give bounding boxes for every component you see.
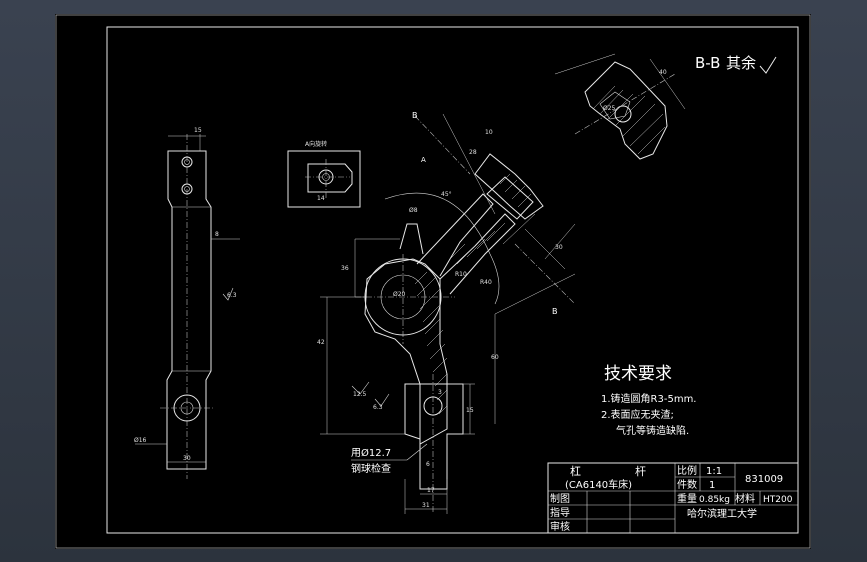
dim-10: 10 — [485, 129, 493, 136]
tb-guide-label: 指导 — [550, 506, 570, 519]
dim-phi25: Ø25 — [603, 105, 616, 112]
ball-note-line1: 用Ø12.7 — [351, 447, 391, 459]
dim-36: 36 — [341, 265, 349, 272]
title-block-grid — [547, 462, 799, 534]
view-label-b-bottom: B — [552, 307, 558, 316]
tb-material-label: 材料 — [735, 492, 755, 505]
tb-scale-label: 比例 — [677, 464, 697, 477]
inner-frame — [106, 26, 799, 534]
dim-60: 60 — [491, 354, 499, 361]
dim-phi20: Ø20 — [393, 291, 406, 298]
dim-6: 6 — [426, 461, 430, 468]
dim-bb-40: 40 — [659, 69, 667, 76]
outer-border — [55, 14, 811, 549]
dim-30: 30 — [555, 244, 563, 251]
dim-phi8: Ø8 — [409, 207, 418, 214]
dim-left-bottom-width: 30 — [183, 455, 191, 462]
dim-42: 42 — [317, 339, 325, 346]
b-b-section-view — [554, 53, 686, 160]
roughness-note: 其余 — [726, 54, 756, 72]
tech-req-item2: 2.表面应无夹渣; — [601, 408, 674, 421]
dim-17: 17 — [427, 487, 435, 494]
view-label-b-top: B — [412, 111, 418, 120]
a-direction-view — [287, 150, 361, 208]
dim-left-mid: 8 — [215, 231, 219, 238]
tb-weight-value: 0.85kg — [699, 495, 730, 505]
tech-req-item1: 1.铸造圆角R3-5mm. — [601, 392, 696, 405]
tb-qty-value: 1 — [709, 480, 715, 491]
tb-qty-label: 件数 — [677, 478, 697, 491]
dim-left-roughness: 6.3 — [227, 292, 237, 299]
dim-45deg: 45° — [441, 191, 452, 198]
dim-6-3: 6.3 — [373, 404, 383, 411]
tech-req-title: 技术要求 — [604, 364, 672, 384]
dim-left-top-width: 15 — [194, 127, 202, 134]
dim-r40: R40 — [480, 279, 492, 286]
ball-note-line2: 钢球检查 — [351, 462, 391, 475]
dim-left-phi: Ø16 — [134, 437, 147, 444]
tech-req-item2-cont: 气孔等铸造缺陷. — [616, 424, 689, 437]
dim-15: 15 — [466, 407, 474, 414]
tb-material-value: HT200 — [763, 495, 793, 505]
view-label-a-arrow: A — [421, 156, 426, 164]
drawing-sheet: 15 8 Ø16 30 6.3 A向旋转 14 — [55, 14, 811, 549]
left-side-view — [135, 134, 240, 479]
dim-r10: R10 — [455, 271, 467, 278]
section-label: B-B — [695, 54, 720, 72]
tb-scale-value: 1:1 — [706, 466, 722, 477]
dim-3: 3 — [438, 389, 442, 396]
tb-weight-label: 重量 — [677, 492, 697, 505]
roughness-check-icon — [759, 56, 777, 74]
dim-31: 31 — [422, 502, 430, 509]
tb-review-label: 审核 — [550, 520, 570, 533]
main-front-view — [320, 113, 576, 514]
dim-12-5: 12.5 — [353, 391, 367, 398]
engineering-drawing: 15 8 Ø16 30 6.3 A向旋转 14 — [55, 14, 811, 549]
tb-machine: (CA6140车床) — [565, 478, 632, 491]
dim-28: 28 — [469, 149, 477, 156]
tb-part-name-1: 杠 — [570, 465, 581, 478]
tb-school: 哈尔滨理工大学 — [687, 507, 757, 520]
tb-part-name-2: 杆 — [635, 464, 646, 478]
tb-drawn-label: 制图 — [550, 492, 570, 505]
view-a-dim: 14 — [317, 195, 325, 202]
view-a-label: A向旋转 — [305, 140, 327, 148]
tb-drawing-no: 831009 — [745, 474, 783, 485]
